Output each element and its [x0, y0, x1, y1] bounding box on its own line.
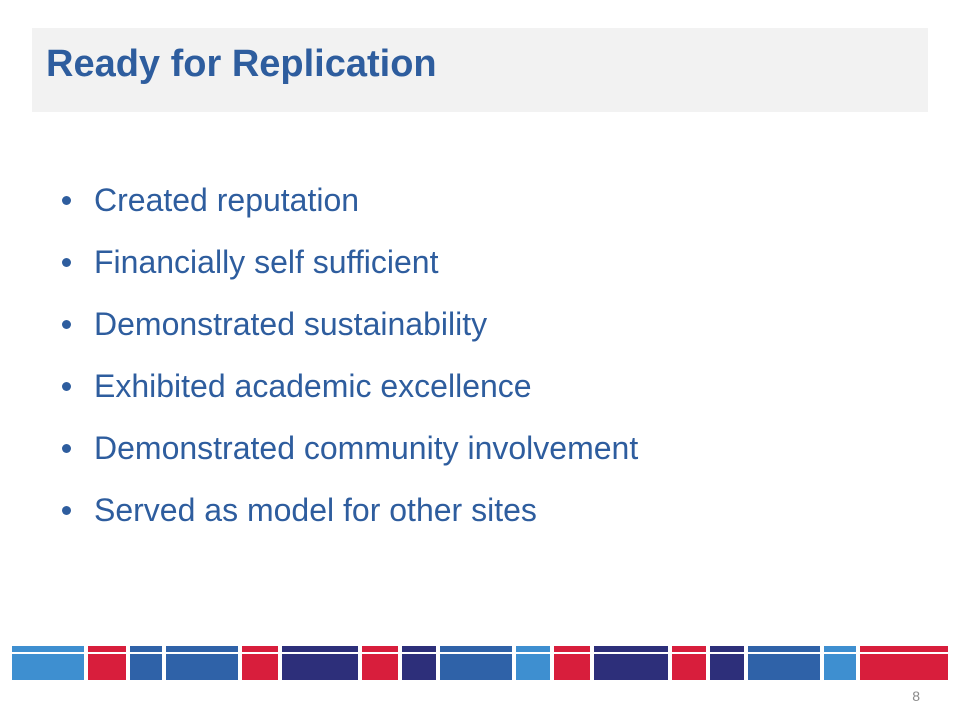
bullet-list: Created reputation Financially self suff…	[62, 172, 638, 544]
stripe-segment	[88, 643, 126, 683]
stripe-segment	[282, 643, 358, 683]
stripe-segment-main-band	[166, 654, 238, 680]
bullet-item: Financially self sufficient	[62, 234, 638, 296]
stripe-segment-top-band	[710, 646, 744, 652]
stripe-segment-top-band	[440, 646, 512, 652]
stripe-segment-top-band	[362, 646, 398, 652]
page-number: 8	[912, 688, 920, 704]
stripe-segment-main-band	[748, 654, 820, 680]
bullet-dot-icon	[62, 258, 71, 267]
bullet-text: Served as model for other sites	[94, 492, 537, 528]
stripe-segment-main-band	[554, 654, 590, 680]
stripe-segment	[672, 643, 706, 683]
stripe-segment-main-band	[402, 654, 436, 680]
stripe-segment-main-band	[710, 654, 744, 680]
stripe-segment-top-band	[88, 646, 126, 652]
stripe-segment-main-band	[672, 654, 706, 680]
stripe-segment-top-band	[166, 646, 238, 652]
stripe-segment	[748, 643, 820, 683]
stripe-segment-top-band	[594, 646, 668, 652]
stripe-segment-top-band	[242, 646, 278, 652]
stripe-segment-main-band	[362, 654, 398, 680]
stripe-segment-main-band	[440, 654, 512, 680]
stripe-segment-main-band	[12, 654, 84, 680]
bullet-dot-icon	[62, 444, 71, 453]
stripe-segment-top-band	[402, 646, 436, 652]
stripe-segment	[554, 643, 590, 683]
stripe-segment	[824, 643, 856, 683]
title-bar: Ready for Replication	[32, 28, 928, 112]
stripe-segment-top-band	[860, 646, 948, 652]
bullet-item: Created reputation	[62, 172, 638, 234]
stripe-segment-main-band	[516, 654, 550, 680]
bullet-text: Demonstrated community involvement	[94, 430, 639, 466]
bullet-item: Demonstrated sustainability	[62, 296, 638, 358]
decorative-color-stripe	[12, 643, 948, 683]
stripe-segment-top-band	[824, 646, 856, 652]
stripe-segment	[516, 643, 550, 683]
bullet-dot-icon	[62, 196, 71, 205]
bullet-text: Demonstrated sustainability	[94, 306, 488, 342]
bullet-text: Exhibited academic excellence	[94, 368, 532, 404]
stripe-segment-main-band	[130, 654, 162, 680]
bullet-dot-icon	[62, 506, 71, 515]
stripe-segment-top-band	[554, 646, 590, 652]
stripe-segment	[402, 643, 436, 683]
stripe-segment	[594, 643, 668, 683]
bullet-item: Served as model for other sites	[62, 482, 638, 544]
bullet-item: Demonstrated community involvement	[62, 420, 638, 482]
stripe-segment-main-band	[824, 654, 856, 680]
bullet-dot-icon	[62, 382, 71, 391]
stripe-segment-top-band	[130, 646, 162, 652]
bullet-text: Financially self sufficient	[94, 244, 439, 280]
stripe-segment	[130, 643, 162, 683]
stripe-segment	[860, 643, 948, 683]
stripe-segment	[166, 643, 238, 683]
stripe-segment-main-band	[88, 654, 126, 680]
bullet-item: Exhibited academic excellence	[62, 358, 638, 420]
bullet-dot-icon	[62, 320, 71, 329]
stripe-segment-main-band	[242, 654, 278, 680]
stripe-segment	[12, 643, 84, 683]
stripe-segment-main-band	[860, 654, 948, 680]
stripe-segment-top-band	[672, 646, 706, 652]
stripe-segment-main-band	[594, 654, 668, 680]
stripe-segment-top-band	[282, 646, 358, 652]
stripe-segment-top-band	[516, 646, 550, 652]
stripe-segment-top-band	[748, 646, 820, 652]
bullet-text: Created reputation	[94, 182, 360, 218]
stripe-segment-top-band	[12, 646, 84, 652]
stripe-segment	[440, 643, 512, 683]
slide-title: Ready for Replication	[46, 43, 437, 85]
stripe-segment	[362, 643, 398, 683]
stripe-segment	[242, 643, 278, 683]
stripe-segment	[710, 643, 744, 683]
stripe-segment-main-band	[282, 654, 358, 680]
